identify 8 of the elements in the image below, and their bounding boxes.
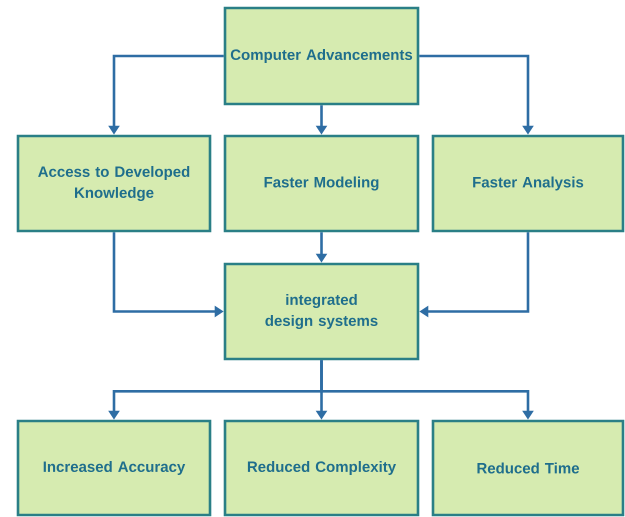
process-box: Computer Advancements [224, 6, 420, 106]
process-box: Faster Modeling [224, 134, 420, 232]
process-box: Reduced Complexity [224, 420, 420, 516]
process-box: integrated design systems [224, 262, 420, 360]
process-box: Reduced Time [432, 420, 624, 516]
process-box: Access to Developed Knowledge [16, 134, 212, 232]
process-box: Increased Accuracy [16, 420, 212, 516]
process-box: Faster Analysis [432, 134, 624, 232]
